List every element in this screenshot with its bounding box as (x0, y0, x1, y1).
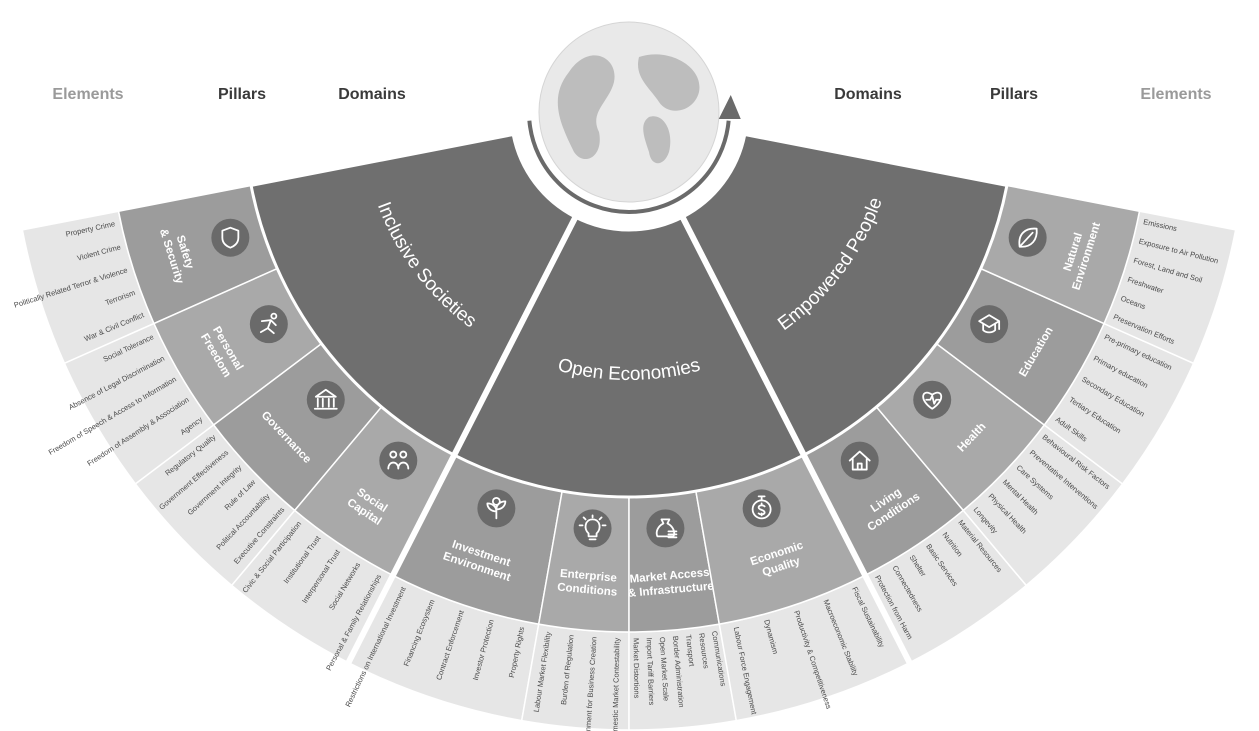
header-left-pillars: Pillars (218, 86, 266, 103)
continent-africa (643, 116, 671, 164)
cycle-arrow (527, 120, 731, 214)
element-label-market-distortions: Market Distortions (632, 638, 642, 699)
element-label-import-tariff-barriers: Import Tariff Barriers (645, 637, 657, 705)
element-label-domestic-market-contestability: Domestic Market Contestability (610, 638, 621, 731)
money-plant-icon (477, 489, 516, 528)
graduation-icon (970, 305, 1009, 344)
pillar-label-enterprise-conditions: EnterpriseConditions (557, 568, 619, 599)
element-label-open-market-scale: Open Market Scale (658, 637, 671, 702)
lightbulb-icon (573, 509, 612, 548)
leaf-icon (1008, 218, 1047, 257)
domain-separator (343, 215, 579, 668)
money-bag-icon (646, 509, 685, 548)
pillars-ring: Safety& SecurityPersonalFreedomGovernanc… (117, 184, 1141, 633)
house-icon (840, 441, 879, 480)
shield-icon (211, 218, 250, 257)
elements-ring: War & Civil ConflictTerrorismPolitically… (13, 210, 1237, 731)
pillar-label-safety-and-security: Safety& Security (157, 223, 199, 286)
continent-europe-asia (638, 54, 700, 111)
cycle-arrow-head (718, 95, 741, 120)
dollar-timer-icon (742, 489, 781, 528)
header-right-domains: Domains (834, 86, 902, 103)
heart-health-icon (913, 380, 952, 419)
people-group-icon (379, 441, 418, 480)
domain-separator (679, 215, 915, 668)
continent-americas (557, 55, 615, 160)
header-left-elements: Elements (52, 86, 123, 103)
globe-icon (521, 4, 741, 220)
government-building-icon (306, 380, 345, 419)
element-label-transport: Transport (684, 634, 697, 668)
running-person-icon (249, 305, 288, 344)
header-right-elements: Elements (1140, 86, 1211, 103)
header-left-domains: Domains (338, 86, 406, 103)
header-right-pillars: Pillars (990, 86, 1038, 103)
